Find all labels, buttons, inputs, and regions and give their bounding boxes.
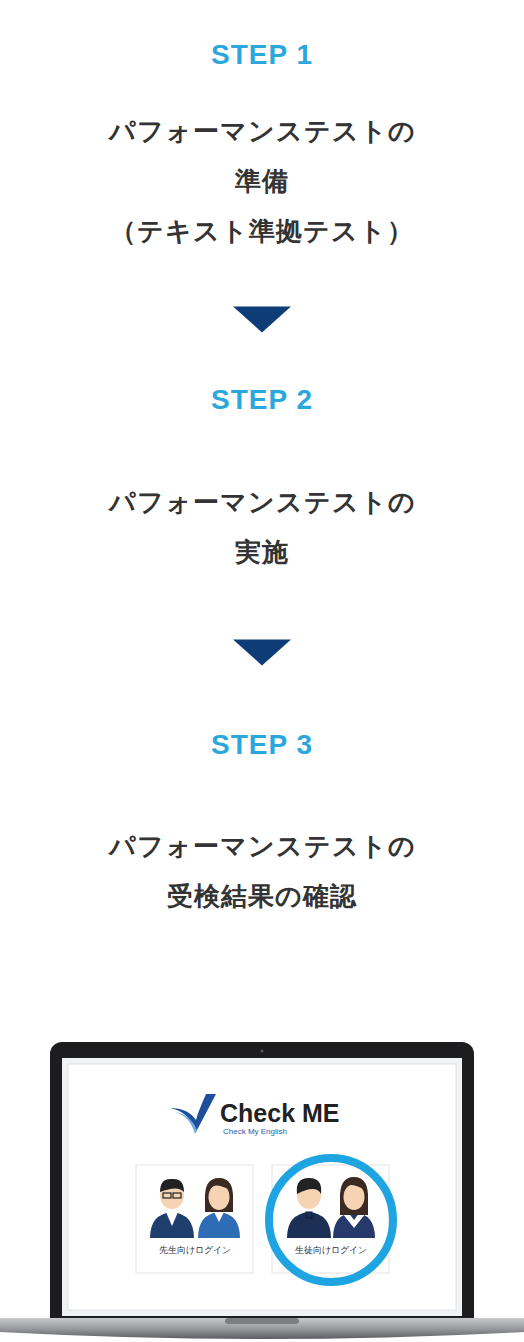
camera-dot xyxy=(261,1050,264,1053)
screen-page xyxy=(68,1064,456,1310)
step-text: パフォーマンステストの 受検結果の確認 xyxy=(97,821,427,921)
login-label: 生徒向けログイン xyxy=(272,1245,389,1256)
laptop-lid xyxy=(50,1042,474,1332)
step-block: STEP 3 パフォーマンステストの 受検結果の確認 xyxy=(0,728,524,921)
teacher-icons xyxy=(150,1178,240,1238)
student-icons xyxy=(287,1177,375,1238)
laptop-screen xyxy=(62,1058,462,1316)
login-label: 先生向けログイン xyxy=(136,1245,253,1256)
step-block: STEP 2 パフォーマンステストの 実施 xyxy=(0,383,524,577)
step-number: STEP 2 xyxy=(0,383,524,417)
logo-check-shade xyxy=(175,1112,197,1134)
highlight-ring xyxy=(269,1158,393,1282)
step-number: STEP 1 xyxy=(0,38,524,72)
logo-tagline: Check My English xyxy=(223,1127,287,1137)
login-card xyxy=(136,1165,253,1273)
logo-text: Check ME xyxy=(220,1099,339,1127)
login-screen: Check MECheck My English 先生向けログイン 生徒向けログイン xyxy=(68,1064,456,1310)
step-block: STEP 1 パフォーマンステストの 準備 （テキスト準拠テスト） xyxy=(0,38,524,256)
laptop-notch xyxy=(225,1318,299,1324)
flow-arrow xyxy=(233,307,291,333)
step-text: パフォーマンステストの 実施 xyxy=(97,477,427,577)
step-number: STEP 3 xyxy=(0,728,524,762)
login-card xyxy=(272,1165,389,1273)
step-text: パフォーマンステストの 準備 （テキスト準拠テスト） xyxy=(97,106,427,256)
laptop-base xyxy=(0,1318,524,1339)
login-card: 先生向けログイン xyxy=(136,1165,253,1273)
flow-arrow xyxy=(233,640,291,666)
login-card: 生徒向けログイン xyxy=(272,1165,389,1273)
